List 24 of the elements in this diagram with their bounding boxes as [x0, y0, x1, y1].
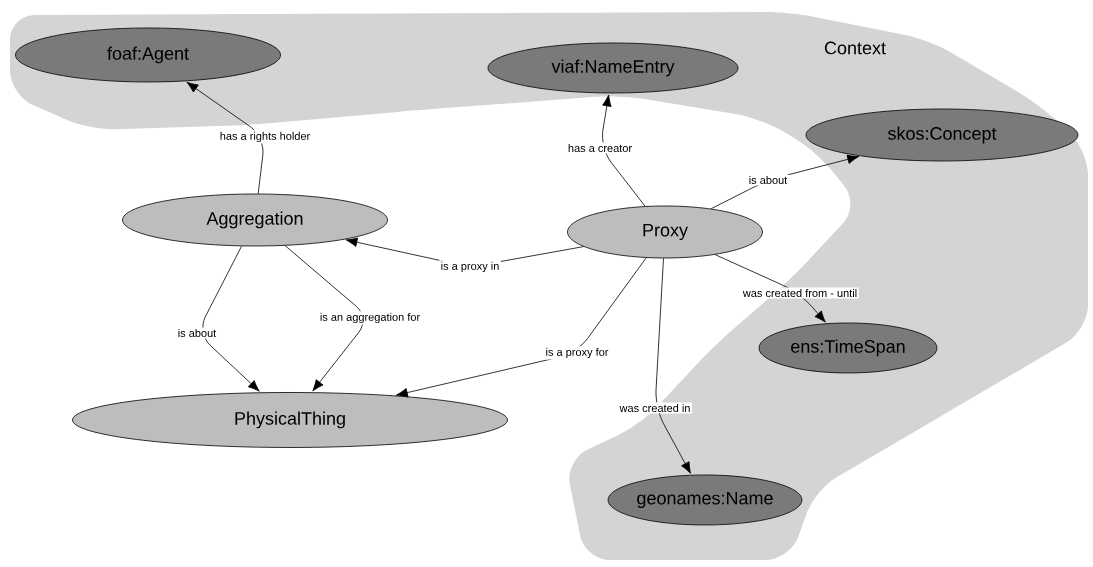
arrow — [395, 257, 647, 398]
edge-label: is an aggregation for — [318, 311, 422, 325]
edge-label: is about — [176, 327, 218, 339]
ellipse-node: geonames:Name — [607, 474, 803, 526]
ellipse-node: viaf:NameEntry — [487, 42, 739, 94]
ellipse-node: skos:Concept — [805, 108, 1079, 162]
ellipse-node: foaf:Agent — [15, 27, 281, 83]
arrow — [202, 245, 260, 392]
edge-label: has a creator — [566, 142, 634, 154]
edge-label: was created from - until — [741, 287, 859, 299]
edge-label: is a proxy in — [439, 260, 501, 274]
edge-label: is a proxy for — [544, 346, 610, 360]
edge-label: has a rights holder — [218, 130, 312, 144]
ellipse-node: Proxy — [567, 205, 763, 259]
arrow — [186, 81, 264, 194]
edge-label: was created in — [618, 402, 692, 414]
arrow — [284, 245, 364, 392]
ellipse-node: PhysicalThing — [72, 392, 508, 448]
edge-label: is about — [747, 174, 789, 186]
ellipse-node: Aggregation — [122, 193, 388, 247]
arrow — [602, 94, 646, 207]
arrow — [655, 258, 691, 474]
ellipse-node: ens:TimeSpan — [758, 322, 938, 374]
arrow — [714, 254, 826, 323]
